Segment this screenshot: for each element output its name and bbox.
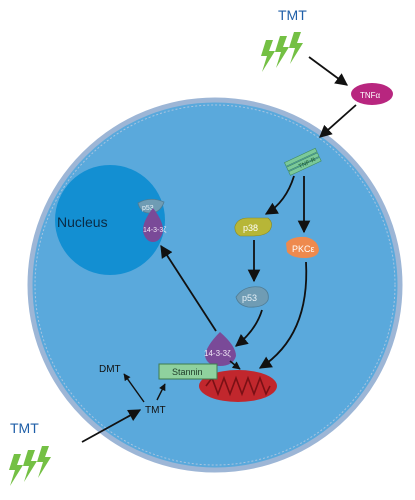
p53-cyto-label: p53 (242, 293, 257, 303)
arrow-p53-to-1433 (235, 309, 263, 347)
arrow-tmt-bottom-to-cell (81, 409, 142, 443)
arrow-tmt-to-stannin (156, 383, 166, 401)
p38-shape (234, 217, 272, 237)
arrow-receptor-to-p38 (264, 175, 295, 215)
tnf-alpha-label: TNFα (360, 91, 381, 100)
nucleus (55, 165, 165, 275)
tmt-top-label: TMT (278, 7, 307, 23)
tnf-receptor (284, 147, 322, 176)
protein1433-cyto-shape (205, 332, 236, 366)
nucleus-label: Nucleus (57, 214, 108, 230)
arrow-tnf-to-receptor (319, 104, 357, 138)
lightning-icon (37, 446, 51, 478)
p53-nucleus-shape (137, 198, 165, 214)
cell (27, 97, 403, 473)
arrow-1433-to-mitochondrion (229, 360, 241, 370)
protein1433-nucleus-label: 14-3-3ζ (143, 227, 166, 234)
p53-nucleus-label: p53 (142, 205, 154, 212)
lightning-icon (261, 40, 275, 72)
arrow-tmt-to-tnf (308, 56, 349, 86)
lightning-icon (9, 454, 23, 486)
p53-cyto-shape (235, 286, 269, 308)
mitochondrion-icon (199, 370, 277, 402)
pkc-shape (286, 236, 319, 258)
protein1433-nucleus-shape (142, 208, 164, 242)
lightning-icon (275, 36, 289, 68)
cell-membrane-inner (34, 104, 396, 466)
lightning-icon (23, 450, 37, 482)
p38-label: p38 (243, 223, 258, 233)
tmt-cell-label: TMT (145, 405, 166, 416)
lightning-icon (289, 32, 303, 64)
protein1433-cyto-label: 14-3-3ζ (204, 349, 231, 358)
dmt-label: DMT (99, 364, 121, 375)
stannin-box (158, 363, 218, 380)
pkc-label: PKCε (292, 244, 315, 254)
stannin-label: Stannin (172, 367, 203, 377)
arrow-1433-to-nucleus (160, 244, 217, 332)
tnf-alpha-ellipse (351, 83, 393, 105)
arrow-tmt-to-dmt (123, 373, 145, 403)
tmt-bottom-label: TMT (10, 420, 39, 436)
arrow-pkc-to-mitochondrion (258, 261, 308, 369)
